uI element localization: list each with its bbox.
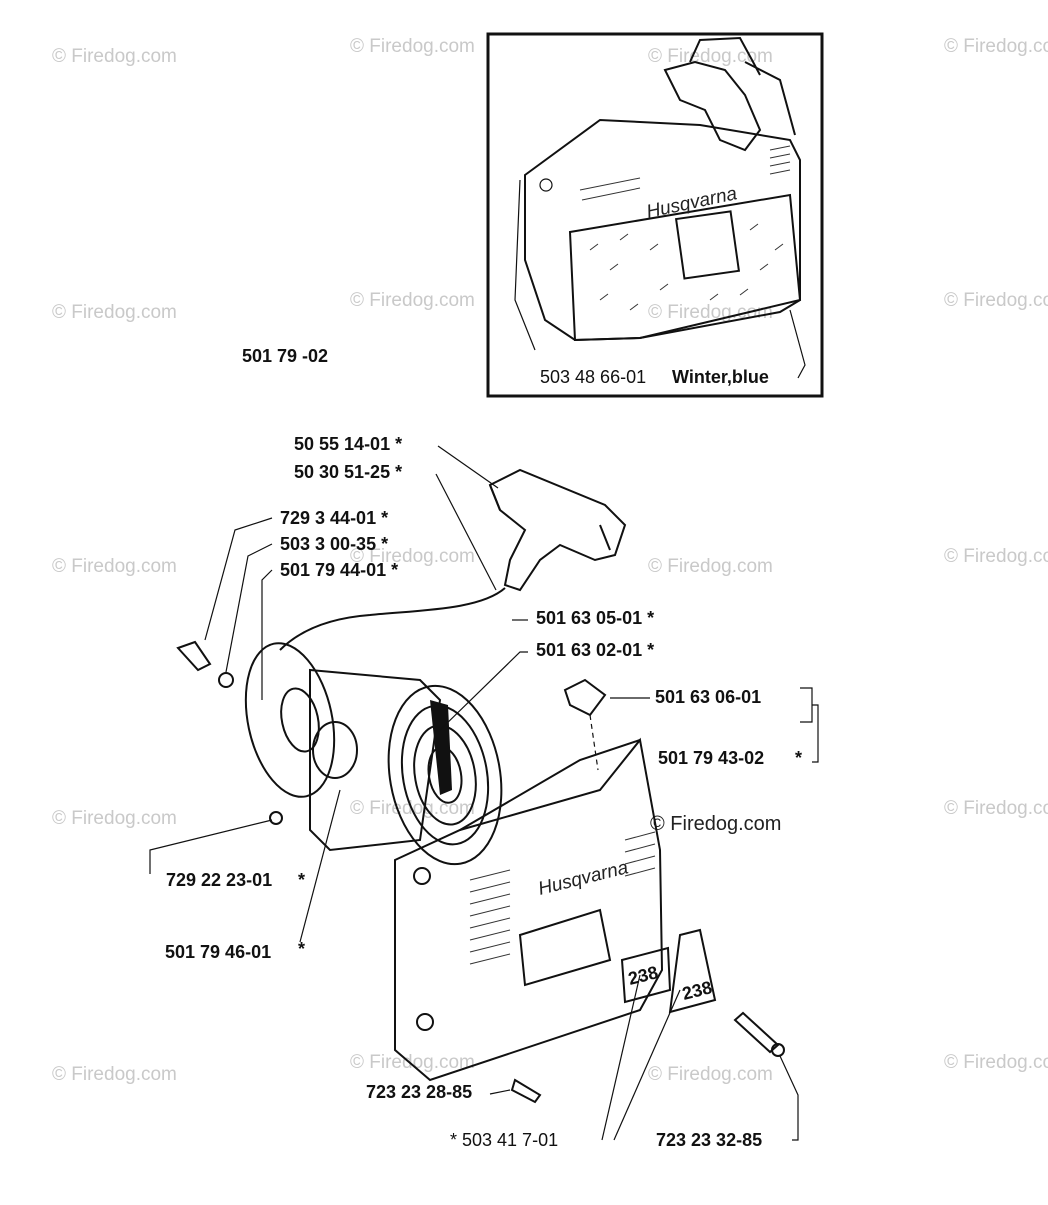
model-plate-text: 238 (626, 962, 660, 989)
asterisk: * (795, 748, 802, 768)
inset-part-number: 503 48 66-01 (540, 367, 646, 387)
inset-cover-stipple (589, 223, 784, 311)
watermark: © Firedog.com (648, 1064, 773, 1085)
watermark: © Firedog.com (944, 798, 1048, 819)
pulley-disc (244, 642, 336, 798)
leader-lines (149, 445, 819, 1141)
bolt-723-23-32 (733, 1011, 780, 1054)
cover-screw-hole (416, 1013, 434, 1031)
watermark: © Firedog.com (350, 290, 475, 311)
model-plates: 238 238 (620, 928, 717, 1014)
cover-window (518, 908, 612, 987)
inset-housing (524, 118, 801, 342)
inset-frame (486, 32, 824, 398)
model-plate (668, 928, 717, 1014)
bolt-head (771, 1043, 785, 1057)
watermarks: © Firedog.com © Firedog.com © Firedog.co… (52, 36, 1048, 1085)
watermark: © Firedog.com (648, 302, 773, 323)
label-723-23-28: 723 23 28-85 (366, 1082, 472, 1102)
label-501-63-02: 501 63 02-01 * (536, 640, 654, 660)
pawl-part (563, 678, 607, 717)
watermark: © Firedog.com (350, 546, 475, 567)
watermark: © Firedog.com (944, 546, 1048, 567)
inset-screw (539, 178, 553, 192)
inset-vents (579, 145, 791, 201)
inset-side-edge (514, 179, 536, 351)
label-503-23-00: 503 3 00-35 * (280, 534, 388, 554)
asterisk: * (298, 939, 305, 959)
label-501-55-14: 50 55 14-01 * (294, 434, 402, 454)
handle-cap (489, 484, 501, 511)
watermark: © Firedog.com (944, 1052, 1048, 1073)
watermark: © Firedog.com (52, 46, 177, 67)
watermark: © Firedog.com (350, 1052, 475, 1073)
screw-729-22-23 (269, 811, 283, 825)
inset-handle-rear (744, 61, 796, 136)
pawl-axis (589, 714, 599, 771)
label-503-41-07: * 503 41 7-01 (450, 1130, 558, 1150)
pulley-assembly (176, 640, 336, 798)
label-501-63-05: 501 63 05-01 * (536, 608, 654, 628)
cover-top-edge (459, 739, 641, 831)
watermark: © Firedog.com (648, 46, 773, 67)
handle-end (599, 524, 611, 551)
asterisk: * (298, 870, 305, 890)
label-729-23-44: 729 3 44-01 * (280, 508, 388, 528)
handle-body (488, 468, 627, 592)
cover-vents (469, 831, 656, 965)
starter-handle (488, 468, 627, 592)
watermark: © Firedog.com (52, 1064, 177, 1085)
spring-ring-outer (387, 684, 503, 866)
starter-rope (279, 587, 506, 651)
inset-handle-top (689, 36, 761, 76)
cover-outline (394, 737, 664, 1082)
bolt-723-23-28 (510, 1078, 542, 1104)
cover-screw-hole (413, 867, 431, 885)
watermark: © Firedog.com (650, 813, 781, 835)
washer (218, 672, 234, 688)
starter-frame (309, 668, 442, 852)
label-501-79-43: 501 79 43-02 (658, 748, 764, 768)
inset-winter-cover: Husqvarna 503 48 66-01 Winter,blue (486, 32, 824, 398)
watermark: © Firedog.com (944, 36, 1048, 57)
inset-handle (663, 60, 762, 152)
inset-cover-window (674, 210, 741, 280)
inset-cover-panel (568, 193, 802, 342)
pulley-screw (176, 640, 212, 672)
label-723-23-32: 723 23 32-85 (656, 1130, 762, 1150)
label-501-79-44: 501 79 44-01 * (280, 560, 398, 580)
label-501-79-02: 501 79 -02 (242, 346, 328, 366)
label-501-79-46: 501 79 46-01 (165, 942, 271, 962)
frame-boss (312, 721, 358, 779)
pulley-hub (280, 687, 320, 753)
watermark: © Firedog.com (350, 36, 475, 57)
inset-leader (789, 309, 806, 379)
watermark: © Firedog.com (52, 302, 177, 323)
watermark: © Firedog.com (648, 556, 773, 577)
watermark: © Firedog.com (52, 808, 177, 829)
frame-outline (309, 668, 442, 852)
watermark: © Firedog.com (944, 290, 1048, 311)
label-729-22-23: 729 22 23-01 (166, 870, 272, 890)
model-plate (620, 946, 672, 1004)
model-plate-text: 238 (680, 977, 714, 1004)
label-501-63-06: 501 63 06-01 (655, 687, 761, 707)
inset-part-note: Winter,blue (672, 367, 769, 387)
watermark: © Firedog.com (52, 556, 177, 577)
recoil-spring (387, 684, 503, 866)
cover-brand-text: Husqvarna (536, 857, 630, 900)
label-501-30-51: 50 30 51-25 * (294, 462, 402, 482)
